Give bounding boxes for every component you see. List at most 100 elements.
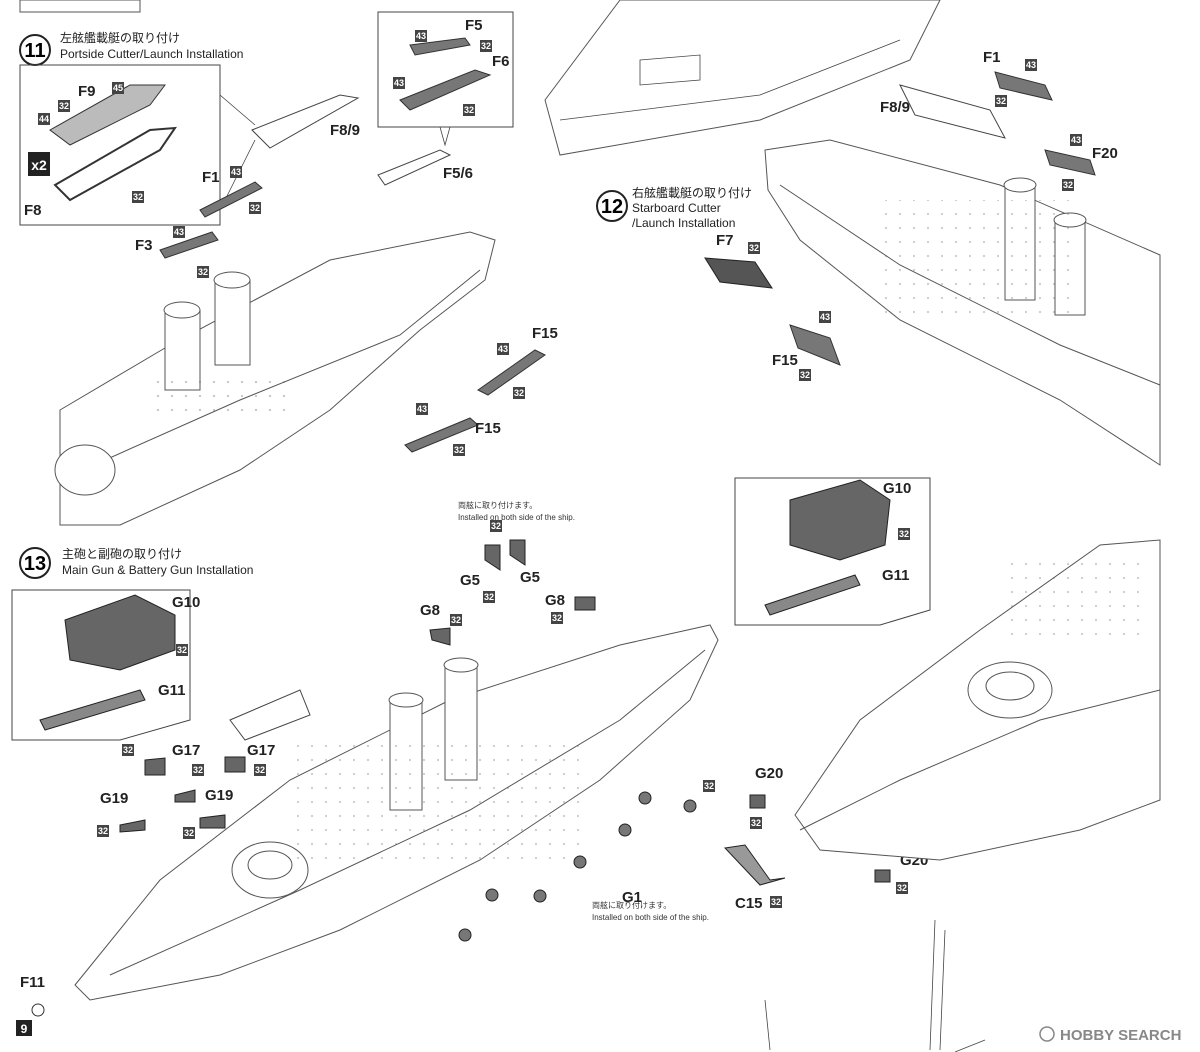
inset-box-main-gun-left <box>11 589 191 741</box>
color-badge-43: 43 <box>497 343 509 355</box>
step-title-en: Portside Cutter/Launch Installation <box>60 47 243 61</box>
svg-text:32: 32 <box>771 897 781 907</box>
svg-text:32: 32 <box>552 613 562 623</box>
color-badge-43: 43 <box>819 311 831 323</box>
color-badge-32: 32 <box>1062 179 1074 191</box>
color-badge-32: 32 <box>122 744 134 756</box>
label-f11: F11 <box>20 974 45 991</box>
part-f3-boat <box>159 231 219 259</box>
color-badge-32: 32 <box>770 896 782 908</box>
part-f5-6-boat <box>377 149 452 186</box>
color-badge-32: 32 <box>254 764 266 776</box>
step-number-badge <box>596 190 628 222</box>
multiplier-badge <box>28 152 50 176</box>
color-badge-32: 32 <box>748 242 760 254</box>
color-badge-32: 32 <box>132 191 144 203</box>
svg-text:43: 43 <box>820 312 830 322</box>
label-f7: F7 <box>716 232 734 249</box>
svg-text:32: 32 <box>484 592 494 602</box>
label-f1: F1 <box>983 49 1001 66</box>
color-badge-32: 32 <box>898 528 910 540</box>
label-f8-9: F8/9 <box>880 99 910 116</box>
part-g11-barrels <box>39 689 146 731</box>
ship-hull-step-11 <box>54 231 496 526</box>
step-title-jp: 右舷艦載艇の取り付け <box>632 185 752 200</box>
color-badge-32: 32 <box>490 520 502 532</box>
svg-text:32: 32 <box>177 645 187 655</box>
step-12: 12 右舷艦載艇の取り付け Starboard Cutter /Launch I… <box>596 49 1161 466</box>
svg-text:44: 44 <box>39 114 49 124</box>
svg-text:43: 43 <box>416 31 426 41</box>
label-g8-a: G8 <box>420 602 440 619</box>
label-g11: G11 <box>158 682 186 699</box>
color-badge-32: 32 <box>183 827 195 839</box>
svg-text:43: 43 <box>417 404 427 414</box>
page-number: 9 <box>21 1022 28 1036</box>
label-g20-a: G20 <box>755 765 783 782</box>
svg-text:32: 32 <box>464 105 474 115</box>
color-badge-32: 32 <box>176 644 188 656</box>
label-g17-a: G17 <box>172 742 200 759</box>
ship-hull-top-partial <box>19 0 941 156</box>
note-both-sides-en: Installed on both side of the ship. <box>458 513 575 522</box>
color-badge-32: 32 <box>750 817 762 829</box>
color-badge-43: 43 <box>393 77 405 89</box>
color-badge-43: 43 <box>416 403 428 415</box>
inset-box-f5-f6 <box>377 11 514 128</box>
svg-text:32: 32 <box>123 745 133 755</box>
inset-box-f8-f9 <box>19 64 221 226</box>
part-f8-9-boat <box>899 84 1006 139</box>
label-g1: G1 <box>622 889 642 906</box>
color-badge-32: 32 <box>450 614 462 626</box>
step-11: 11 左舷艦載艇の取り付け Portside Cutter/Launch Ins… <box>19 11 558 526</box>
label-f15-b: F15 <box>475 420 501 437</box>
part-f7-boat <box>704 257 774 289</box>
note-both-sides-jp: 両舷に取り付けます。 <box>592 900 671 910</box>
color-badge-32: 32 <box>463 104 475 116</box>
note-both-sides-en: Installed on both side of the ship. <box>592 913 709 922</box>
svg-text:32: 32 <box>255 765 265 775</box>
svg-text:32: 32 <box>133 192 143 202</box>
part-g11-barrels <box>764 574 861 616</box>
color-badge-32: 32 <box>896 882 908 894</box>
small-parts <box>119 539 891 886</box>
svg-text:32: 32 <box>451 615 461 625</box>
color-badge-32: 32 <box>453 444 465 456</box>
svg-text:32: 32 <box>749 243 759 253</box>
color-badge-32: 32 <box>97 825 109 837</box>
svg-text:32: 32 <box>454 445 464 455</box>
hobbysearch-logo-icon <box>1039 1026 1055 1042</box>
label-g19-b: G19 <box>205 787 233 804</box>
label-g10: G10 <box>172 594 200 611</box>
label-f5-6: F5/6 <box>443 165 473 182</box>
label-f8-9: F8/9 <box>330 122 360 139</box>
svg-text:32: 32 <box>897 883 907 893</box>
svg-text:32: 32 <box>250 203 260 213</box>
step-number: 11 <box>24 40 45 62</box>
multiplier-text: x2 <box>31 157 47 173</box>
color-badge-32: 32 <box>513 387 525 399</box>
step-title-jp: 左舷艦載艇の取り付け <box>60 30 180 45</box>
part-f15-boat-b <box>404 417 479 453</box>
color-badge-43: 43 <box>415 30 427 42</box>
svg-text:32: 32 <box>704 781 714 791</box>
svg-text:32: 32 <box>59 101 69 111</box>
label-f15: F15 <box>772 352 798 369</box>
label-g5-b: G5 <box>520 569 540 586</box>
ship-hull-step-13 <box>74 624 719 1001</box>
step-title-en-1: Starboard Cutter <box>632 201 721 215</box>
svg-text:32: 32 <box>751 818 761 828</box>
label-f5: F5 <box>465 17 483 34</box>
svg-text:32: 32 <box>514 388 524 398</box>
inset-box-main-gun-right <box>734 477 931 626</box>
label-f8: F8 <box>24 202 42 219</box>
color-badge-32: 32 <box>995 95 1007 107</box>
svg-text:43: 43 <box>1071 135 1081 145</box>
color-badge-43: 43 <box>1025 59 1037 71</box>
color-badges: 32 44 45 43 32 43 32 32 43 32 43 32 43 3… <box>38 30 1082 908</box>
color-badge-32: 32 <box>799 369 811 381</box>
note-both-sides-jp: 両舷に取り付けます。 <box>458 500 537 510</box>
svg-text:32: 32 <box>184 828 194 838</box>
part-f6-boat <box>399 69 492 111</box>
part-f15-boat <box>789 324 841 366</box>
